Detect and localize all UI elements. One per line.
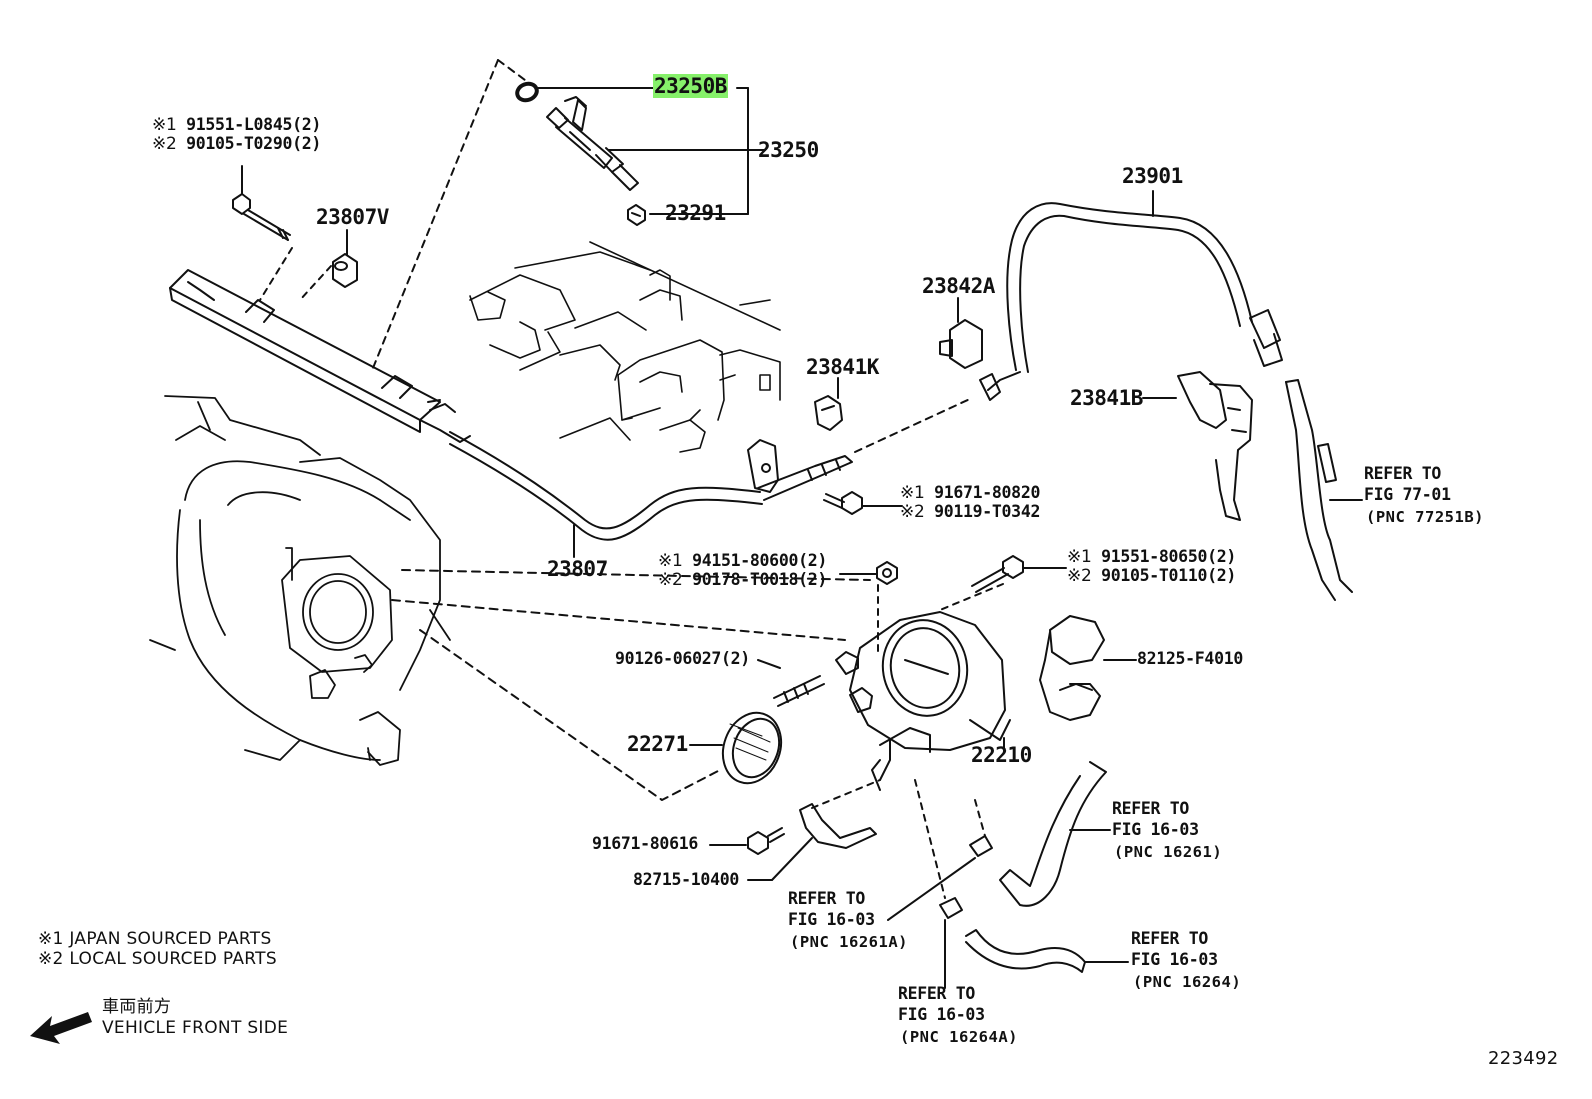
stud-90126 <box>774 676 824 706</box>
part-label-82715-10400[interactable]: 82715-10400 <box>633 870 739 889</box>
refer-16264A-line3[interactable]: (PNC 16264A) <box>900 1028 1018 1046</box>
part-label-90126-06027[interactable]: 90126-06027(2) <box>615 649 750 668</box>
refer-fig77-line2[interactable]: FIG 77-01 <box>1364 485 1451 504</box>
tube-fig77 <box>1286 380 1352 600</box>
fuel-injector <box>547 97 638 190</box>
refer-16264A-line2[interactable]: FIG 16-03 <box>898 1005 985 1024</box>
throttle-body-22210 <box>836 612 1010 790</box>
refer-16261A-line2[interactable]: FIG 16-03 <box>788 910 875 929</box>
legend-local: ※2 LOCAL SOURCED PARTS <box>38 949 277 969</box>
part-label-23250[interactable]: 23250 <box>758 138 819 162</box>
bolt-91671-80820 <box>824 492 862 514</box>
injector-insulator <box>628 205 645 225</box>
refer-16261A-line1[interactable]: REFER TO <box>788 889 866 908</box>
bracket-23841B <box>1178 372 1252 520</box>
hose-16264 <box>966 930 1085 972</box>
part-label-23841K[interactable]: 23841K <box>806 355 879 379</box>
part-label-23807[interactable]: 23807 <box>547 557 608 581</box>
front-label-jp: 車両前方 <box>102 997 172 1017</box>
pipe-bracket <box>748 440 778 492</box>
diagram-id: 223492 <box>1488 1048 1559 1069</box>
vehicle-front-arrow <box>30 1012 92 1044</box>
hose-16261 <box>1000 762 1106 906</box>
part-label-23250B[interactable]: 23250B <box>653 74 728 98</box>
refer-16261-line2[interactable]: FIG 16-03 <box>1112 820 1199 839</box>
front-label-en: VEHICLE FRONT SIDE <box>102 1018 289 1038</box>
fitting-16261A <box>940 836 992 918</box>
bracket-82715 <box>800 804 876 848</box>
bolt-91671-80616 <box>748 828 784 854</box>
refer-16261A-line3[interactable]: (PNC 16261A) <box>790 933 908 951</box>
bolt-throttle-line1[interactable]: ※1 91551-80650(2) <box>1067 547 1236 567</box>
engine-background <box>470 242 780 452</box>
injector-oring <box>515 81 539 103</box>
bolt-throttle-line2[interactable]: ※2 90105-T0110(2) <box>1067 566 1236 586</box>
part-label-22271[interactable]: 22271 <box>627 732 688 756</box>
sensor-82125 <box>1040 616 1104 720</box>
part-label-23901[interactable]: 23901 <box>1122 164 1183 188</box>
bolt-23807-line1[interactable]: ※1 91671-80820 <box>900 483 1041 503</box>
fuel-pipe-23807 <box>450 432 852 540</box>
legend-japan: ※1 JAPAN SOURCED PARTS <box>38 929 272 949</box>
gasket-22271 <box>713 705 790 792</box>
fuel-rail <box>170 270 470 442</box>
clamp-23842A <box>940 320 982 368</box>
bolt-top-left <box>233 194 290 240</box>
bolt-top-left-line2[interactable]: ※2 90105-T0290(2) <box>152 134 321 154</box>
fuel-hose-23901 <box>980 203 1282 400</box>
refer-16264-line2[interactable]: FIG 16-03 <box>1131 950 1218 969</box>
refer-16264-line3[interactable]: (PNC 16264) <box>1133 973 1242 991</box>
clip-23841K <box>815 396 842 430</box>
bolt-23807-line2[interactable]: ※2 90119-T0342 <box>900 502 1041 522</box>
intake-manifold <box>150 396 450 765</box>
part-label-23291[interactable]: 23291 <box>665 201 726 225</box>
refer-16264-line1[interactable]: REFER TO <box>1131 929 1209 948</box>
nut-94151 <box>877 562 897 584</box>
bushing-23807V <box>333 254 357 287</box>
part-label-91671-80616[interactable]: 91671-80616 <box>592 834 698 853</box>
part-label-82125-F4010[interactable]: 82125-F4010 <box>1137 649 1243 668</box>
bolt-top-left-line1[interactable]: ※1 91551-L0845(2) <box>152 115 321 135</box>
part-label-23842A[interactable]: 23842A <box>922 274 995 298</box>
refer-fig77-line1[interactable]: REFER TO <box>1364 464 1442 483</box>
refer-16261-line1[interactable]: REFER TO <box>1112 799 1190 818</box>
part-label-23841B[interactable]: 23841B <box>1070 386 1143 410</box>
refer-16261-line3[interactable]: (PNC 16261) <box>1114 843 1223 861</box>
nut-throttle-line1[interactable]: ※1 94151-80600(2) <box>658 551 827 571</box>
refer-16264A-line1[interactable]: REFER TO <box>898 984 976 1003</box>
part-label-22210[interactable]: 22210 <box>971 743 1032 767</box>
nut-throttle-line2[interactable]: ※2 90178-T0018(2) <box>658 570 827 590</box>
refer-fig77-line3[interactable]: (PNC 77251B) <box>1366 508 1484 526</box>
bolt-91551-80650 <box>972 556 1023 592</box>
part-label-23807V[interactable]: 23807V <box>316 205 389 229</box>
